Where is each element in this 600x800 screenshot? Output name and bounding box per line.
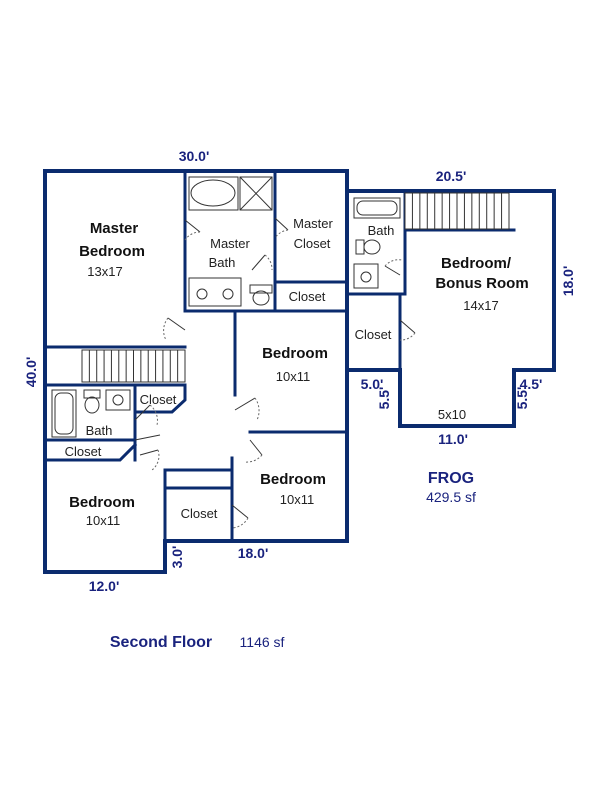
master-bedroom-size: 13x17 — [87, 264, 122, 279]
master-bedroom-name-1: Master — [90, 220, 139, 237]
dim-frog-width: 20.5' — [436, 168, 467, 184]
linen-closet-label: Closet — [65, 444, 102, 459]
bedroom-3-name: Bedroom — [260, 471, 326, 488]
dim-frog-step-right: 4.5' — [520, 376, 543, 392]
dim-step-height: 3.0' — [169, 546, 185, 569]
dim-frog-bottom: 11.0' — [438, 431, 468, 447]
bath-closet-label: Closet — [140, 392, 177, 407]
bedroom-4-size: 10x11 — [86, 513, 120, 528]
bedroom-2-size: 10x11 — [276, 369, 310, 384]
frog-bath-label: Bath — [368, 223, 395, 238]
bedroom-3-closet-label: Closet — [181, 506, 218, 521]
bonus-room-name-2: Bonus Room — [435, 275, 528, 292]
dim-frog-step-left-v: 5.5' — [376, 387, 392, 410]
bath-fixtures — [51, 389, 131, 438]
hall-closet-label: Closet — [289, 289, 326, 304]
area-labels: FROG 429.5 sf Second Floor 1146 sf — [110, 470, 476, 651]
frog-closet-label: Closet — [355, 327, 392, 342]
frog-area: 429.5 sf — [426, 489, 476, 505]
bedroom-3-size: 10x11 — [280, 492, 314, 507]
floor-area: 1146 sf — [240, 634, 285, 650]
frog-stairs — [404, 192, 510, 230]
frog-title: FROG — [428, 470, 474, 487]
master-bath-name-1: Master — [210, 236, 250, 251]
dim-bottom-mid: 18.0' — [238, 545, 269, 561]
main-stairs — [81, 349, 186, 383]
master-closet-name-2: Closet — [294, 236, 331, 251]
dimension-labels: 30.0' 40.0' 12.0' 18.0' 3.0' 20.5' 18.0'… — [23, 148, 576, 594]
dim-frog-step-left: 5.0' — [361, 376, 384, 392]
main-floor-walls — [43, 169, 349, 574]
bath-label: Bath — [86, 423, 113, 438]
bedroom-4-name: Bedroom — [69, 494, 135, 511]
dim-frog-step-right-v: 5.5' — [514, 387, 530, 410]
master-closet-name-1: Master — [293, 216, 333, 231]
main-doors — [134, 217, 289, 529]
master-bath-name-2: Bath — [209, 255, 236, 270]
bedroom-2-name: Bedroom — [262, 345, 328, 362]
dim-bottom-left: 12.0' — [89, 578, 120, 594]
bonus-room-name-1: Bedroom/ — [441, 255, 512, 272]
dim-left-height: 40.0' — [23, 357, 39, 388]
room-labels: Master Bedroom 13x17 Master Bath Master … — [65, 216, 529, 528]
master-bath-fixtures — [188, 176, 273, 307]
frog-bath-fixtures — [353, 197, 416, 341]
dim-top-width: 30.0' — [179, 148, 210, 164]
frog-nook-size: 5x10 — [438, 407, 466, 422]
floor-title: Second Floor — [110, 634, 212, 651]
bonus-room-size: 14x17 — [463, 298, 498, 313]
master-bedroom-name-2: Bedroom — [79, 243, 145, 260]
dim-frog-height: 18.0' — [560, 266, 576, 297]
